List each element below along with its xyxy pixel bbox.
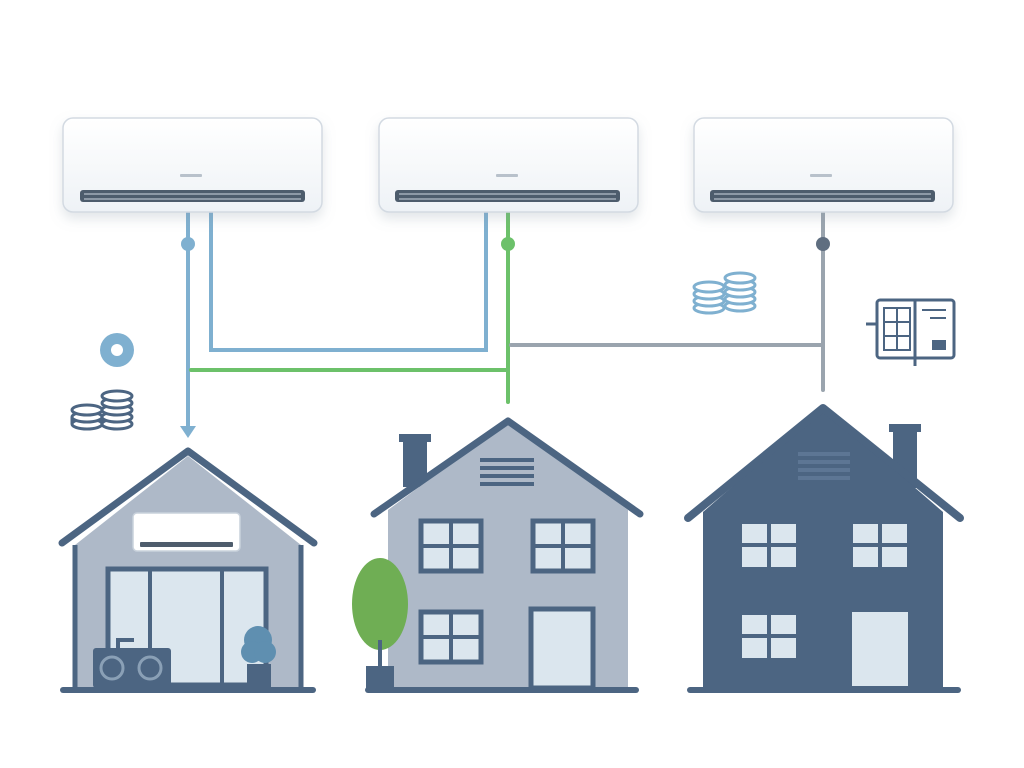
node-blue-left — [181, 237, 195, 251]
ac-unit-right — [693, 117, 954, 213]
line-green — [189, 210, 510, 404]
ac-brand-mark — [180, 174, 202, 177]
coin-stack-icon — [70, 389, 134, 431]
window — [742, 615, 796, 658]
front-door — [852, 612, 908, 686]
node-green-center — [501, 237, 515, 251]
disc-icon — [100, 333, 134, 367]
house-left-bungalow — [58, 447, 318, 693]
window — [418, 518, 484, 574]
coin-stack-icon — [692, 271, 757, 315]
indoor-ac-unit — [132, 512, 241, 552]
window — [853, 524, 907, 567]
ac-unit-left — [62, 117, 323, 213]
window — [742, 524, 796, 567]
front-door — [528, 606, 596, 691]
window — [418, 609, 484, 665]
node-gray-right — [816, 237, 830, 251]
ac-brand-mark — [810, 174, 832, 177]
planner-icon — [866, 298, 956, 366]
arrow-blue-left — [180, 426, 196, 438]
potted-plant — [241, 626, 276, 688]
attic-vent — [798, 452, 850, 480]
ac-unit-center — [378, 117, 639, 213]
window — [530, 518, 596, 574]
tree — [352, 558, 408, 688]
line-blue-loop — [209, 210, 488, 352]
attic-vent — [480, 458, 534, 486]
house-center-twostory — [352, 417, 644, 693]
line-gray — [509, 210, 825, 392]
ac-brand-mark — [496, 174, 518, 177]
outdoor-unit — [93, 638, 171, 688]
house-right-twostory — [684, 404, 964, 693]
